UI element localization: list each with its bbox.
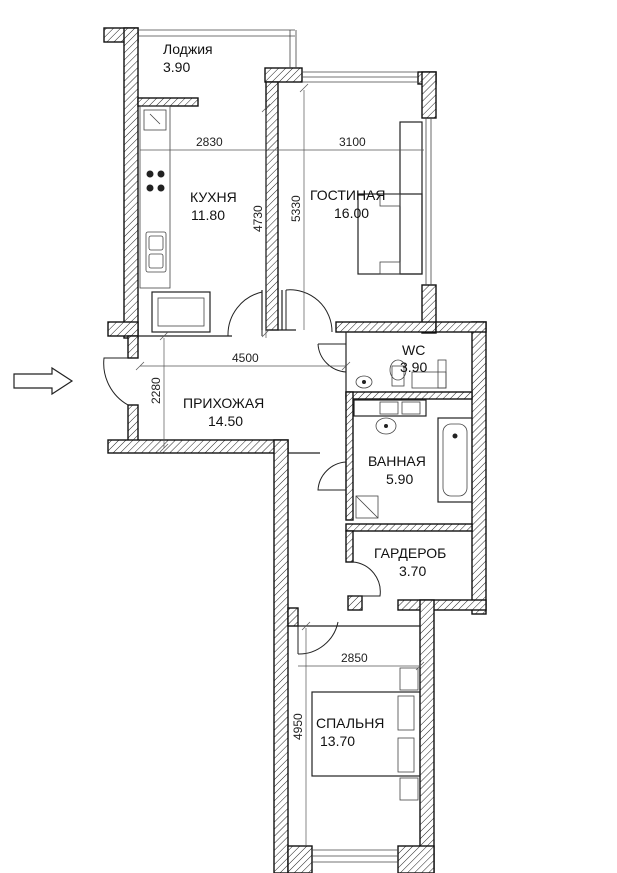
- room-area-loggia: 3.90: [163, 59, 190, 75]
- wc-door: [317, 343, 347, 373]
- dim-bedroom-width: 2850: [341, 651, 368, 665]
- fixtures: [139, 105, 473, 801]
- wall-living-bottom: [335, 321, 437, 333]
- bath-door: [317, 461, 347, 491]
- room-area-wc: 3.90: [400, 359, 427, 375]
- wall-entry-top: [127, 335, 139, 359]
- bedroom-door: [297, 612, 339, 655]
- wall-bedroom-right: [419, 599, 435, 873]
- dim-bedroom-depth: 4950: [291, 713, 305, 740]
- wall-living-right-bottom: [421, 284, 437, 334]
- bed-icon: [311, 667, 421, 801]
- wall-bath-right: [471, 321, 487, 615]
- bath-counter: [353, 399, 427, 417]
- wall-kitchen-living: [265, 81, 279, 331]
- entrance-door: [103, 357, 129, 406]
- wall-wardrobe-stub: [347, 595, 363, 611]
- wall-wardrobe-left: [345, 530, 354, 563]
- dim-kitchen-width: 2830: [196, 135, 223, 149]
- dim-living-width: 3100: [339, 135, 366, 149]
- wall-wc-bath: [345, 391, 473, 400]
- wall-wc-top: [435, 321, 487, 333]
- wall-living-right-top: [421, 71, 437, 119]
- walls: [103, 27, 487, 873]
- entrance-arrow-icon: [13, 366, 74, 396]
- room-name-wardrobe: ГАРДЕРОБ: [374, 545, 446, 561]
- fridge-icon: [151, 291, 211, 333]
- living-door: [285, 289, 333, 333]
- kitchen-door: [227, 291, 263, 337]
- wardrobe-door: [352, 561, 381, 597]
- wall-wardrobe-bottom: [397, 599, 487, 611]
- doors: [103, 289, 381, 655]
- room-name-wc: WC: [402, 342, 425, 358]
- room-name-hall: ПРИХОЖАЯ: [183, 395, 264, 411]
- wall-living-top: [264, 67, 303, 83]
- room-area-bedroom: 13.70: [320, 733, 355, 749]
- wall-kitchen-left: [123, 27, 139, 339]
- dim-kitchen-depth: 4730: [251, 205, 265, 232]
- dim-hall-depth: 2280: [149, 377, 163, 404]
- kitchen-counter: [139, 105, 171, 289]
- room-name-kitchen: КУХНЯ: [190, 189, 237, 205]
- stove-icon: [146, 170, 165, 192]
- dimension-lines: [135, 83, 425, 846]
- wc-sink-icon: [355, 375, 373, 389]
- wall-bedroom-bottom: [287, 845, 313, 873]
- kitchen-sink-loggia: [143, 109, 167, 131]
- windows: [138, 29, 432, 863]
- dimension-labels: 2830 3100 4730 5330 4500 2280 2850 4950: [149, 135, 368, 740]
- room-area-bath: 5.90: [386, 471, 413, 487]
- sofa-icon: [357, 121, 423, 275]
- room-labels: Лоджия 3.90 КУХНЯ 11.80 ГОСТИНАЯ 16.00 W…: [163, 41, 446, 749]
- wall-bedroom-top-left: [287, 607, 299, 627]
- wall-hall-right: [273, 439, 289, 873]
- kitchen-sink-icon: [145, 231, 167, 273]
- wall-kitchen-stub: [107, 321, 139, 337]
- room-name-loggia: Лоджия: [163, 41, 213, 57]
- room-name-bath: ВАННАЯ: [368, 453, 426, 469]
- wall-bath-left: [345, 391, 354, 521]
- bathtub-icon: [437, 417, 473, 503]
- wall-bath-wardrobe: [345, 523, 473, 532]
- room-area-kitchen: 11.80: [191, 207, 225, 223]
- room-name-bedroom: СПАЛЬНЯ: [316, 715, 384, 731]
- room-area-living: 16.00: [334, 205, 369, 221]
- room-area-hall: 14.50: [208, 413, 243, 429]
- dim-living-depth: 5330: [289, 195, 303, 222]
- wall-hall-bottom: [107, 439, 289, 454]
- washer-icon: [355, 495, 379, 519]
- toilet-icon: [389, 359, 407, 387]
- wall-bedroom-bottom-right: [397, 845, 435, 873]
- bath-sink-icon: [375, 417, 397, 435]
- wall-loggia-divider: [137, 97, 199, 107]
- dim-hall-width: 4500: [232, 351, 259, 365]
- room-area-wardrobe: 3.70: [399, 563, 426, 579]
- room-name-living: ГОСТИНАЯ: [310, 187, 386, 203]
